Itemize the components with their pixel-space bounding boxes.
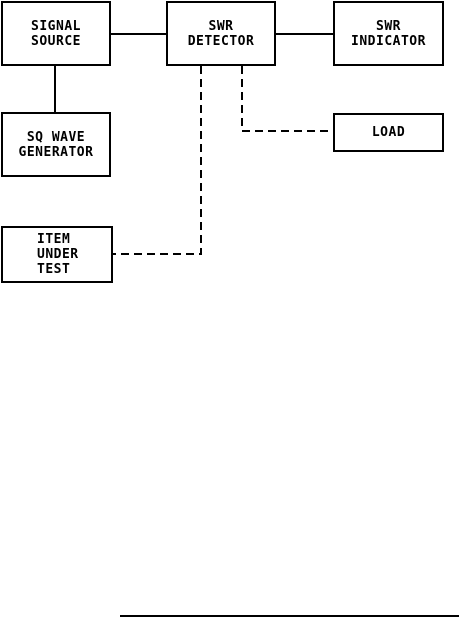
sq-wave-generator-label: SQ WAVE GENERATOR xyxy=(18,129,94,160)
swr-indicator-block: SWR INDICATOR xyxy=(333,1,444,66)
swr-indicator-label: SWR INDICATOR xyxy=(351,18,426,49)
line-detector-to-load xyxy=(241,66,333,132)
signal-source-label: SIGNAL SOURCE xyxy=(31,18,81,49)
item-under-test-block: ITEM UNDER TEST xyxy=(1,226,113,283)
line-detector-to-item xyxy=(113,66,202,255)
swr-detector-label: SWR DETECTOR xyxy=(187,18,255,49)
load-block: LOAD xyxy=(333,113,444,152)
load-label: LOAD xyxy=(371,125,406,140)
swr-detector-block: SWR DETECTOR xyxy=(166,1,276,66)
sq-wave-generator-block: SQ WAVE GENERATOR xyxy=(1,112,111,177)
item-under-test-label: ITEM UNDER TEST xyxy=(37,232,79,277)
signal-source-block: SIGNAL SOURCE xyxy=(1,1,111,66)
